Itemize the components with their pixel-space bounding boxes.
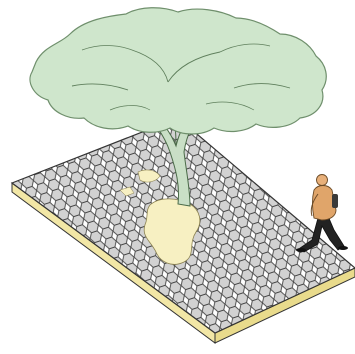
person-head [317,175,328,186]
